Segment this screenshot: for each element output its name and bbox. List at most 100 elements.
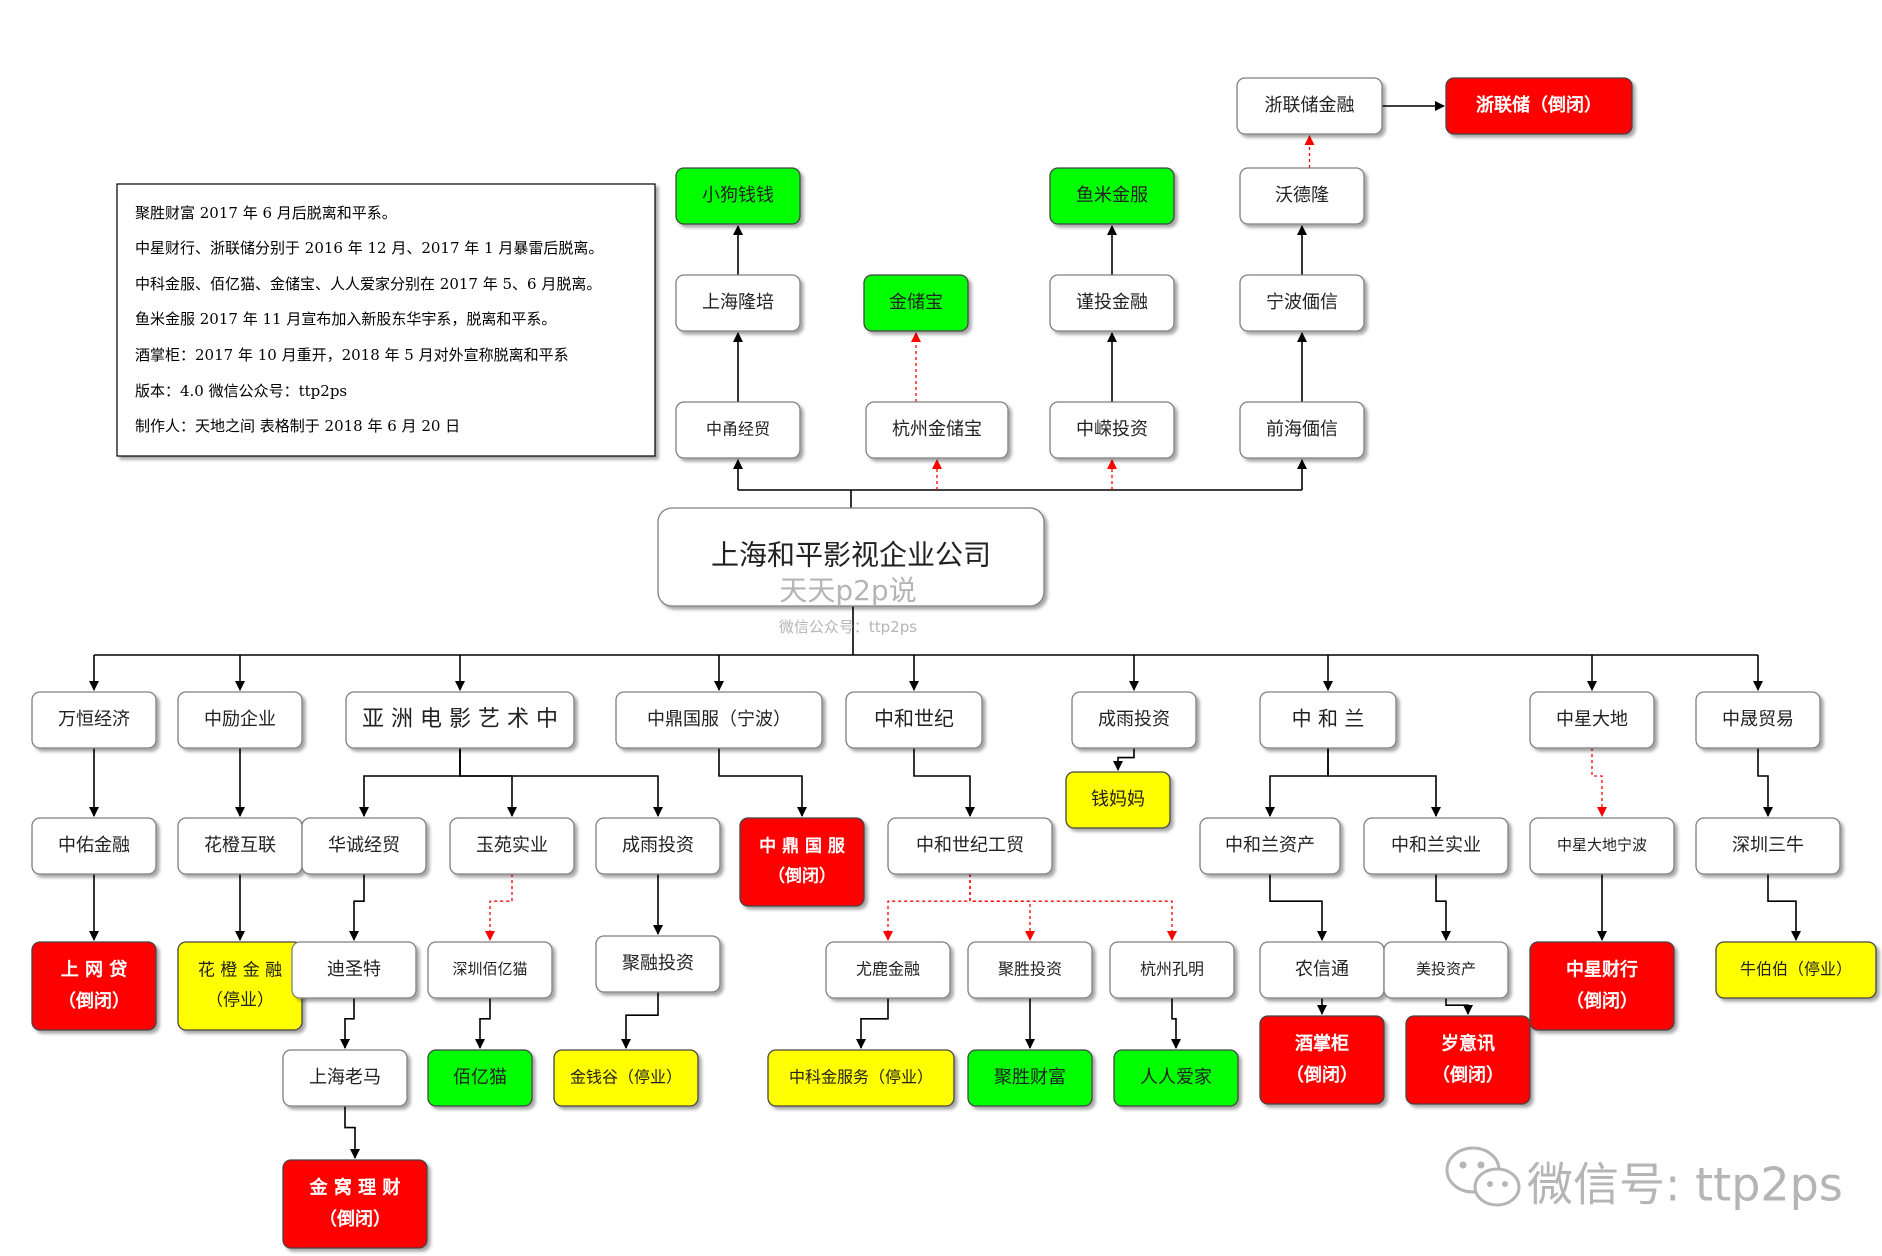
node-box xyxy=(1445,77,1633,135)
center-watermark-sub: 微信公众号：ttp2ps xyxy=(779,618,917,636)
company-node: 金 窝 理 财（倒闭） xyxy=(282,1159,428,1249)
company-node: 人人爱家 xyxy=(1113,1049,1239,1107)
node-label: 杭州孔明 xyxy=(1140,960,1204,979)
node-box xyxy=(1065,771,1171,829)
company-node: 鱼米金服 xyxy=(1049,167,1175,225)
node-label: 中甬经贸 xyxy=(706,420,770,439)
edge-arrow xyxy=(1445,998,1473,1015)
node-label: 上 网 贷 xyxy=(61,958,128,980)
node-label: 中和兰资产 xyxy=(1225,835,1315,856)
node-box xyxy=(31,941,157,1031)
notes-panel: 聚胜财富 2017 年 6 月后脱离和平系。 中星财行、浙联储分别于 2016 … xyxy=(116,183,656,457)
edge-arrow xyxy=(1171,998,1181,1049)
node-box xyxy=(1071,691,1197,749)
node-box xyxy=(1529,817,1675,875)
edge-arrow xyxy=(883,874,971,941)
node-box xyxy=(1049,401,1175,459)
node-label: 沃德隆 xyxy=(1275,185,1329,206)
node-box xyxy=(31,691,157,749)
node-label: （倒闭） xyxy=(1432,1064,1504,1086)
node-box xyxy=(553,1049,699,1107)
company-node: 上海和平影视企业公司 xyxy=(657,507,1045,607)
edge-arrow xyxy=(969,874,1177,941)
node-label: 聚胜投资 xyxy=(998,960,1062,979)
note-line: 制作人：天地之间 表格制于 2018 年 6 月 20 日 xyxy=(135,417,460,435)
company-node: 小狗钱钱 xyxy=(675,167,801,225)
node-label: 鱼米金服 xyxy=(1076,185,1148,206)
node-label: 亚 洲 电 影 艺 术 中 xyxy=(362,707,558,732)
edge-arrow xyxy=(340,998,355,1049)
company-node: 深圳三牛 xyxy=(1695,817,1841,875)
company-node: 中和世纪工贸 xyxy=(887,817,1053,875)
company-node: 中晟贸易 xyxy=(1695,691,1821,749)
node-box xyxy=(427,941,553,999)
node-label: 深圳佰亿猫 xyxy=(452,960,527,978)
note-line: 聚胜财富 2017 年 6 月后脱离和平系。 xyxy=(135,204,397,222)
edge-arrow xyxy=(475,998,491,1049)
center-watermark: 天天p2p说 xyxy=(779,574,916,607)
company-node: 沃德隆 xyxy=(1239,167,1365,225)
node-box xyxy=(1239,167,1365,225)
node-box xyxy=(1239,274,1365,332)
node-label: 上海隆培 xyxy=(702,292,774,313)
node-label: 浙联储金融 xyxy=(1265,95,1355,116)
edge-arrow xyxy=(1269,874,1327,941)
corner-watermark: 微信号: ttp2ps xyxy=(1527,1158,1843,1212)
company-node: 杭州孔明 xyxy=(1109,941,1235,999)
node-label: （倒闭） xyxy=(1566,990,1638,1012)
node-box xyxy=(675,167,801,225)
company-node: 中 鼎 国 服（倒闭） xyxy=(739,817,865,907)
company-node: 宁波偭信 xyxy=(1239,274,1365,332)
node-box xyxy=(1049,274,1175,332)
edge-arrow xyxy=(344,1106,360,1159)
node-box xyxy=(845,691,983,749)
node-box xyxy=(967,941,1093,999)
node-label: 酒掌柜 xyxy=(1295,1032,1349,1054)
node-label: 成雨投资 xyxy=(1098,709,1170,730)
company-node: 浙联储（倒闭） xyxy=(1445,77,1633,135)
company-node: 成雨投资 xyxy=(1071,691,1197,749)
node-label: 万恒经济 xyxy=(58,709,130,730)
node-label: 中星大地宁波 xyxy=(1557,836,1647,854)
node-box xyxy=(1236,77,1383,135)
node-box xyxy=(615,691,823,749)
node-box xyxy=(427,1049,533,1107)
node-label: 浙联储（倒闭） xyxy=(1476,94,1602,116)
node-box xyxy=(31,817,157,875)
node-label: 深圳三牛 xyxy=(1732,835,1804,856)
node-box xyxy=(767,1049,955,1107)
node-label: 中和兰实业 xyxy=(1391,835,1481,856)
company-node: 农信通 xyxy=(1259,941,1385,999)
company-node: 中鼎国服（宁波） xyxy=(615,691,823,749)
node-box xyxy=(1383,941,1509,999)
company-node: 牛伯伯（停业） xyxy=(1715,941,1877,999)
node-label: 中星大地 xyxy=(1556,709,1628,730)
company-node: 迪圣特 xyxy=(291,941,417,999)
edge-arrow xyxy=(459,748,663,817)
company-node: 中和世纪 xyxy=(845,691,983,749)
node-box xyxy=(1049,167,1175,225)
node-label: 尤鹿金融 xyxy=(856,960,920,979)
node-box xyxy=(675,274,801,332)
node-box xyxy=(825,941,951,999)
node-label: 小狗钱钱 xyxy=(702,185,774,206)
note-line: 中星财行、浙联储分别于 2016 年 12 月、2017 年 1 月暴雷后脱离。 xyxy=(135,239,603,257)
node-label: 金储宝 xyxy=(889,292,943,313)
node-label: 花 橙 金 融 xyxy=(198,961,282,981)
node-label: 前海偭信 xyxy=(1266,419,1338,440)
node-box xyxy=(1529,941,1675,1031)
node-label: 农信通 xyxy=(1295,959,1349,980)
node-label: 谨投金融 xyxy=(1076,292,1148,313)
edge-arrow xyxy=(1435,874,1451,941)
company-node: 中佑金融 xyxy=(31,817,157,875)
node-box xyxy=(282,1049,408,1107)
node-box xyxy=(301,817,427,875)
node-label: （倒闭） xyxy=(768,865,836,886)
node-box xyxy=(1113,1049,1239,1107)
node-label: （倒闭） xyxy=(1286,1064,1358,1086)
node-label: 迪圣特 xyxy=(327,959,381,980)
edge-arrow xyxy=(485,874,513,941)
node-label: 中鼎国服（宁波） xyxy=(647,709,791,730)
node-box xyxy=(1259,691,1397,749)
